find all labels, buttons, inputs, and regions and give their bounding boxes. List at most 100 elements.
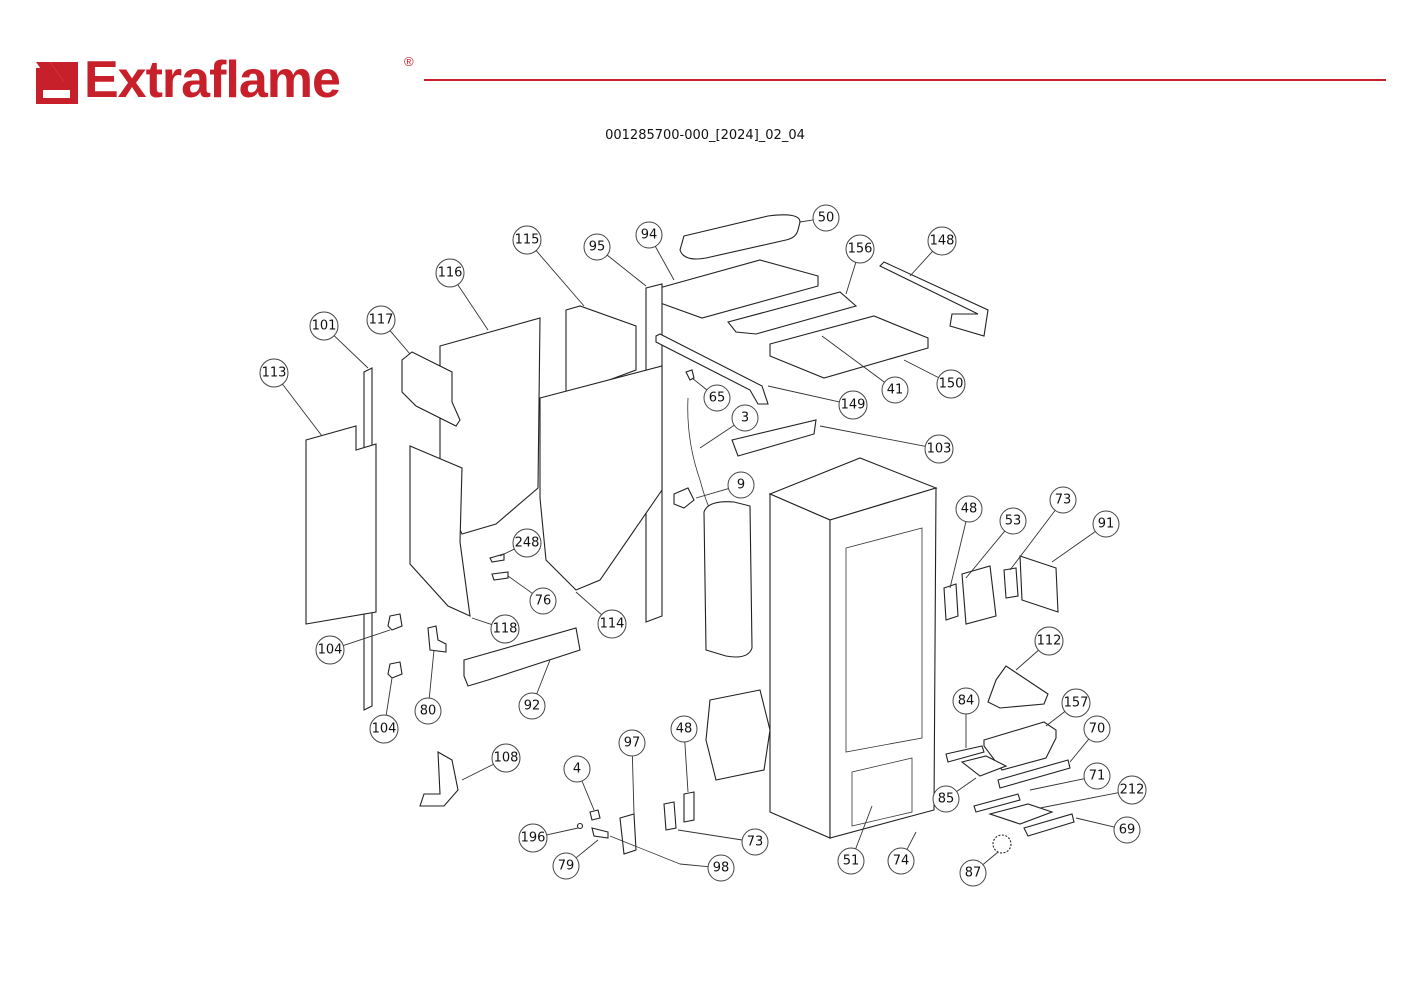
callout-circle <box>727 471 755 499</box>
part-65-screw <box>685 369 695 381</box>
part-53-gasket <box>961 565 997 625</box>
callout-circle <box>955 495 983 523</box>
leader-line <box>631 755 635 815</box>
leader-line <box>385 677 393 716</box>
part-156-plate <box>727 291 858 335</box>
callout-51: 51 <box>837 847 865 875</box>
part-84-rail <box>945 745 985 763</box>
callout-circle <box>512 528 542 558</box>
callout-95: 95 <box>583 233 611 261</box>
callout-circle <box>518 823 548 853</box>
part-boiler-front <box>829 487 937 839</box>
callout-label: 91 <box>1098 517 1115 532</box>
leader-line <box>499 548 515 557</box>
part-boiler-side <box>769 493 831 839</box>
callout-label: 97 <box>624 736 641 751</box>
callout-label: 73 <box>747 835 764 850</box>
callout-circle <box>741 828 769 856</box>
callout-156: 156 <box>845 234 875 264</box>
part-157-burner-pot <box>983 721 1057 771</box>
callout-53: 53 <box>999 507 1027 535</box>
part-104-hook-lower <box>387 661 403 679</box>
leader-line <box>965 530 1006 579</box>
callout-118: 118 <box>490 614 520 644</box>
callout-label: 69 <box>1119 823 1136 838</box>
part-149-bracket <box>655 333 769 405</box>
part-104-hook-upper <box>387 613 403 631</box>
callout-label: 48 <box>676 722 693 737</box>
callout-circle <box>512 225 542 255</box>
part-69-bar <box>1023 813 1075 837</box>
callout-circle <box>837 847 865 875</box>
callout-circle <box>924 434 954 464</box>
callout-label: 157 <box>1064 696 1089 711</box>
callout-label: 196 <box>521 831 546 846</box>
callout-150: 150 <box>936 369 966 399</box>
callout-label: 41 <box>887 383 904 398</box>
part-73-gasket-upper <box>1003 567 1019 599</box>
leader-line <box>982 851 999 865</box>
part-9-sensor <box>673 487 695 509</box>
callout-circle <box>366 305 396 335</box>
leader-line <box>691 377 708 391</box>
leader-line <box>546 827 579 836</box>
callout-98: 98 <box>707 854 735 882</box>
callout-65: 65 <box>703 384 731 412</box>
callout-103: 103 <box>924 434 954 464</box>
callout-label: 80 <box>420 704 437 719</box>
callout-70: 70 <box>1083 715 1111 743</box>
callout-label: 84 <box>958 694 975 709</box>
callout-circle <box>529 587 557 615</box>
callout-label: 212 <box>1120 783 1145 798</box>
callout-104a: 104 <box>315 635 345 665</box>
leader-line <box>906 831 917 850</box>
leader-line <box>536 659 551 695</box>
leader-line <box>575 591 602 616</box>
callout-73a: 73 <box>1049 486 1077 514</box>
callout-label: 74 <box>893 854 910 869</box>
callout-101: 101 <box>309 311 339 341</box>
callout-4: 4 <box>563 755 591 783</box>
callout-84: 84 <box>952 687 980 715</box>
part-115-rear-panel <box>565 305 637 397</box>
callout-circle <box>881 376 909 404</box>
callout-circle <box>1083 715 1111 743</box>
callout-label: 101 <box>312 319 337 334</box>
callout-196: 196 <box>518 823 548 853</box>
callout-circle <box>812 204 840 232</box>
callout-label: 148 <box>930 234 955 249</box>
callout-label: 79 <box>558 859 575 874</box>
leader-line <box>903 359 939 379</box>
part-4-switch <box>589 809 601 821</box>
leader-line <box>909 251 933 277</box>
callout-label: 103 <box>927 442 952 457</box>
callout-69: 69 <box>1113 816 1141 844</box>
leader-line <box>343 629 391 646</box>
part-91-cover <box>1019 555 1059 613</box>
callout-label: 4 <box>573 762 581 777</box>
callout-label: 112 <box>1037 634 1062 649</box>
callout-74: 74 <box>887 847 915 875</box>
leader-line <box>1009 510 1056 571</box>
callout-116: 116 <box>435 258 465 288</box>
leader-line <box>1015 649 1039 671</box>
callout-91: 91 <box>1092 510 1120 538</box>
callout-104b: 104 <box>369 714 399 744</box>
flame-logo-icon <box>34 60 80 106</box>
leader-line <box>581 780 595 811</box>
callout-label: 92 <box>524 699 541 714</box>
callout-label: 95 <box>589 240 606 255</box>
part-76-clip <box>491 571 509 581</box>
callout-label: 48 <box>961 502 978 517</box>
leader-line <box>654 246 675 281</box>
part-196-screw <box>576 822 584 830</box>
callout-label: 65 <box>709 391 726 406</box>
part-expansion-tank <box>703 501 753 658</box>
leader-line <box>1051 531 1096 563</box>
part-108-bracket <box>419 751 459 807</box>
header-rule <box>424 79 1386 81</box>
part-79-bracket <box>591 827 609 839</box>
callout-94: 94 <box>635 221 663 249</box>
leader-line <box>695 488 729 499</box>
